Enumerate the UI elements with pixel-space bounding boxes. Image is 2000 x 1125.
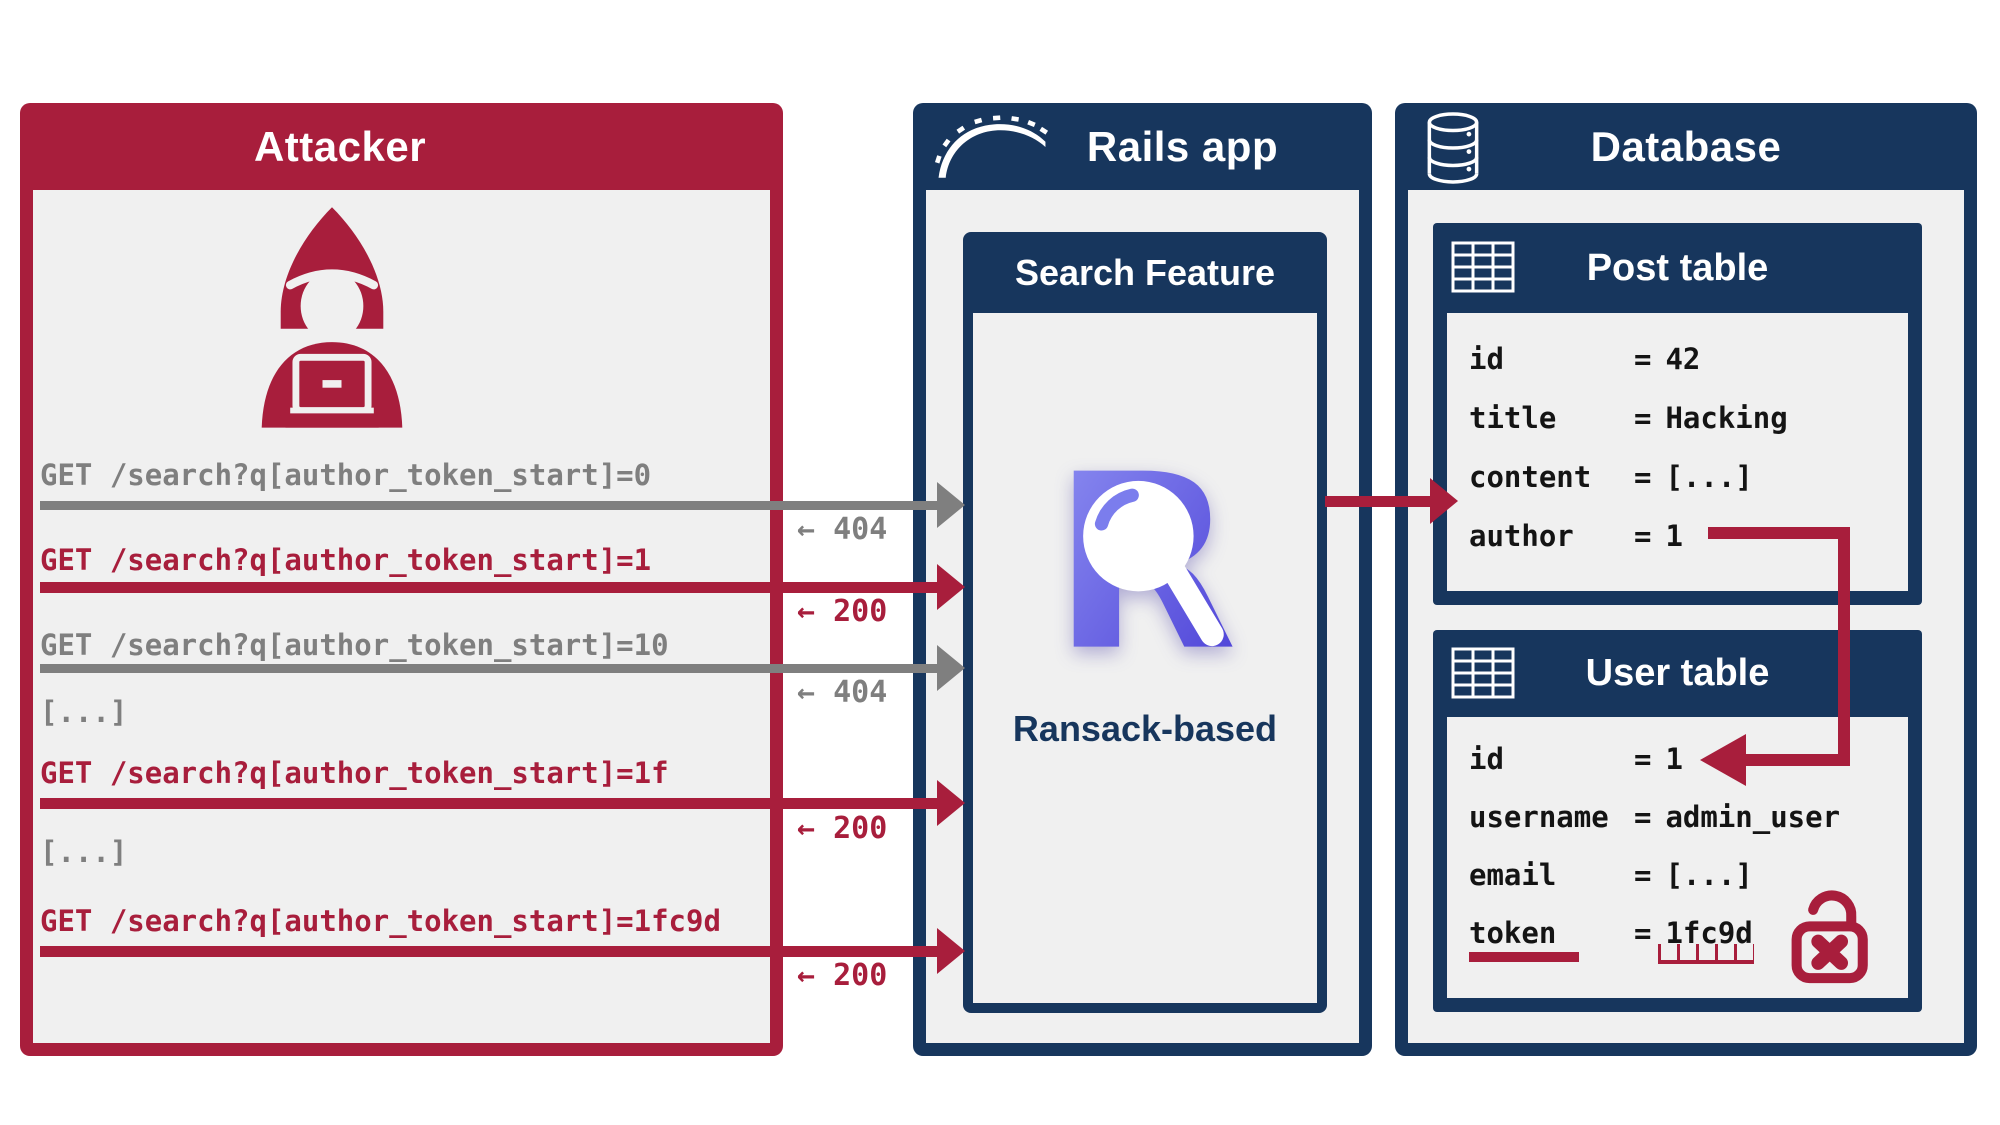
search-to-post-arrow bbox=[1325, 496, 1432, 507]
table-row: author = 1 bbox=[1469, 519, 1683, 553]
search-feature-box: Search Feature bbox=[963, 232, 1327, 1013]
author-to-user-connector bbox=[1838, 527, 1850, 766]
attacker-body bbox=[33, 190, 770, 1043]
column-value: 42 bbox=[1665, 342, 1701, 376]
request-line: GET /search?q[author_token_start]=10 bbox=[40, 628, 669, 662]
ransack-logo: R bbox=[1052, 442, 1238, 704]
attacker-panel: Attacker bbox=[20, 103, 783, 1056]
user-table-title: User table bbox=[1585, 652, 1770, 694]
response-label: ← 404 bbox=[797, 675, 888, 710]
response-label: ← 200 bbox=[797, 594, 888, 629]
table-icon bbox=[1451, 647, 1515, 699]
table-row: username = admin_user bbox=[1469, 800, 1840, 834]
table-row: content = [...] bbox=[1469, 460, 1753, 494]
request-arrowhead-icon bbox=[937, 645, 965, 691]
response-label: ← 404 bbox=[797, 512, 888, 547]
equals-sign: = bbox=[1634, 519, 1652, 553]
table-row: id = 1 bbox=[1469, 742, 1683, 776]
request-line: GET /search?q[author_token_start]=0 bbox=[40, 458, 652, 492]
request-arrow bbox=[40, 500, 937, 510]
response-label: ← 200 bbox=[797, 811, 888, 846]
table-row: token=1fc9d bbox=[1469, 916, 1753, 950]
request-arrow bbox=[40, 945, 937, 957]
equals-sign: = bbox=[1634, 460, 1652, 494]
user-table-header: User table bbox=[1433, 630, 1922, 717]
search-feature-body bbox=[973, 313, 1317, 1003]
column-value: [...] bbox=[1665, 460, 1753, 494]
request-arrowhead-icon bbox=[937, 564, 965, 610]
equals-sign: = bbox=[1634, 401, 1652, 435]
equals-sign: = bbox=[1634, 916, 1652, 950]
column-value: Hacking bbox=[1665, 401, 1788, 435]
request-arrow bbox=[40, 797, 937, 809]
attacker-title: Attacker bbox=[253, 122, 427, 170]
request-arrowhead-icon bbox=[937, 928, 965, 974]
post-table-content: id = 42 title = Hacking content = [...] author = 1 bbox=[1447, 313, 1908, 591]
request-line: GET /search?q[author_token_start]=1 bbox=[40, 543, 652, 577]
column-value: 1 bbox=[1665, 519, 1683, 553]
token-underline bbox=[1469, 952, 1579, 962]
column-name: email bbox=[1469, 858, 1557, 892]
table-row: title = Hacking bbox=[1469, 401, 1788, 435]
rails-app-title: Rails app bbox=[1086, 122, 1279, 170]
token-value-underline bbox=[1658, 944, 1754, 964]
attacker-header: Attacker bbox=[20, 103, 783, 190]
column-name: username bbox=[1469, 800, 1609, 834]
request-arrow bbox=[40, 663, 937, 673]
equals-sign: = bbox=[1634, 742, 1652, 776]
response-label: ← 200 bbox=[797, 958, 888, 993]
database-icon bbox=[1427, 112, 1479, 184]
author-to-user-arrowhead-icon bbox=[1700, 734, 1746, 786]
ellipsis-line: [...] bbox=[40, 695, 128, 729]
rails-logo bbox=[934, 115, 1049, 178]
table-row: email = [...] bbox=[1469, 858, 1753, 892]
search-to-post-arrowhead-icon bbox=[1430, 478, 1458, 524]
post-table-title: Post table bbox=[1586, 246, 1769, 289]
post-table-header: Post table bbox=[1433, 223, 1922, 313]
table-icon bbox=[1451, 241, 1515, 293]
column-name: id bbox=[1469, 742, 1504, 776]
rails-app-header: Rails app bbox=[913, 103, 1372, 190]
author-to-user-connector bbox=[1708, 527, 1850, 539]
column-value: admin_user bbox=[1665, 800, 1841, 834]
column-name: content bbox=[1469, 460, 1592, 494]
open-lock-icon bbox=[1791, 890, 1868, 984]
column-name: token bbox=[1469, 916, 1557, 950]
ellipsis-line: [...] bbox=[40, 835, 128, 869]
ransack-caption: Ransack-based bbox=[1012, 708, 1278, 749]
request-line: GET /search?q[author_token_start]=1f bbox=[40, 756, 669, 790]
column-name: author bbox=[1469, 519, 1574, 553]
request-arrowhead-icon bbox=[937, 780, 965, 826]
equals-sign: = bbox=[1634, 800, 1652, 834]
column-value: [...] bbox=[1665, 858, 1753, 892]
request-line: GET /search?q[author_token_start]=1fc9d bbox=[40, 904, 721, 938]
hacker-icon bbox=[261, 207, 403, 428]
table-row: id = 42 bbox=[1469, 342, 1700, 376]
column-name: id bbox=[1469, 342, 1504, 376]
request-arrowhead-icon bbox=[937, 482, 965, 528]
column-value: 1 bbox=[1665, 742, 1683, 776]
author-to-user-connector bbox=[1744, 754, 1850, 766]
equals-sign: = bbox=[1634, 858, 1652, 892]
database-title: Database bbox=[1590, 122, 1782, 170]
database-header: Database bbox=[1395, 103, 1977, 190]
request-arrow bbox=[40, 581, 937, 593]
search-feature-header: Search Feature bbox=[963, 232, 1327, 313]
equals-sign: = bbox=[1634, 342, 1652, 376]
search-feature-title: Search Feature bbox=[1014, 251, 1276, 293]
column-name: title bbox=[1469, 401, 1557, 435]
